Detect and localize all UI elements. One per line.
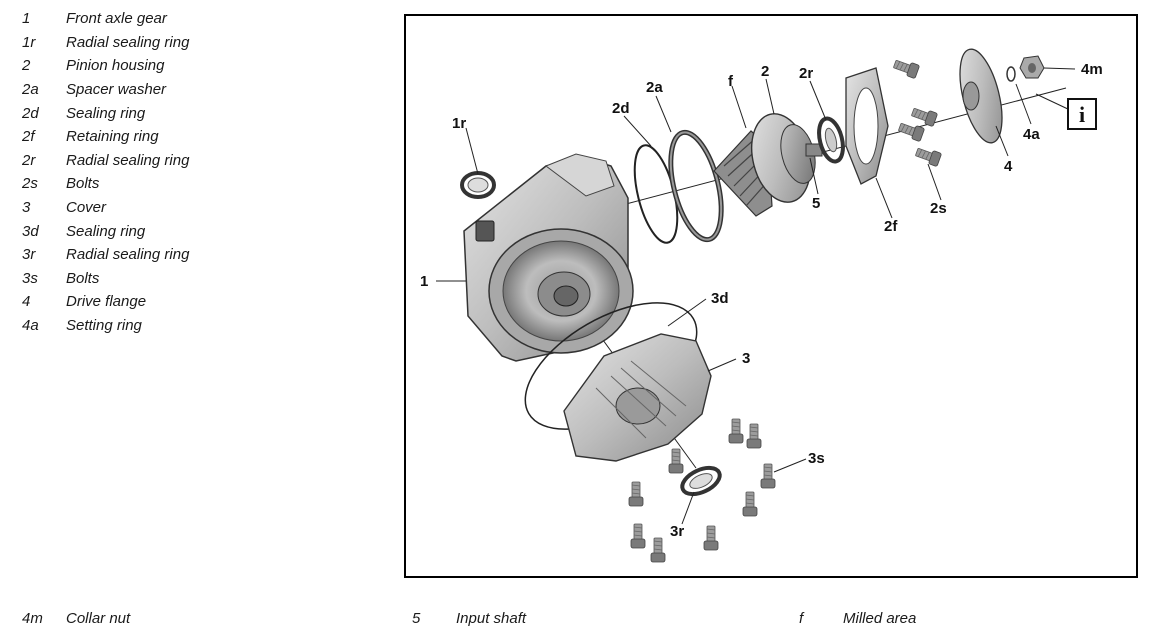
- callout-3r: 3r: [670, 523, 684, 540]
- legend-label: Radial sealing ring: [66, 246, 190, 264]
- legend-code: 4m: [22, 610, 43, 627]
- callout-1: 1: [420, 273, 428, 290]
- legend-row: 4a Setting ring: [22, 314, 352, 338]
- info-icon: i: [1067, 98, 1097, 130]
- legend-row: 1 Front axle gear: [22, 7, 352, 31]
- legend-label: Bolts: [66, 175, 100, 193]
- bottom-legend-item: 5 Input shaft: [412, 610, 526, 627]
- radial-sealing-ring-2r: [817, 116, 845, 164]
- legend-label: Cover: [66, 199, 107, 217]
- legend-row: 4 Drive flange: [22, 290, 352, 314]
- radial-sealing-ring-3r: [680, 465, 722, 497]
- callout-2a: 2a: [646, 79, 663, 96]
- legend-row: 2 Pinion housing: [22, 54, 352, 78]
- legend-label: Radial sealing ring: [66, 33, 190, 51]
- legend-code: 2f: [22, 128, 35, 146]
- legend-label: Sealing ring: [66, 222, 146, 240]
- legend-label: Collar nut: [66, 610, 131, 627]
- legend-code: 3s: [22, 269, 38, 287]
- callout-2r: 2r: [799, 65, 813, 82]
- legend-label: Bolts: [66, 269, 100, 287]
- leader-lines: [436, 67, 1076, 525]
- exploded-view-figure: i 1r 1 2d 2a f 2 2r 5 2f 2s 4 4a 4m 3d 3…: [404, 14, 1138, 578]
- legend-code: 2r: [22, 151, 36, 169]
- legend-label: Retaining ring: [66, 128, 159, 146]
- legend-row: 3r Radial sealing ring: [22, 243, 352, 267]
- legend-code: f: [799, 610, 804, 627]
- legend-row: 2r Radial sealing ring: [22, 149, 352, 173]
- legend-row: 3 Cover: [22, 196, 352, 220]
- exploded-view-drawing: i 1r 1 2d 2a f 2 2r 5 2f 2s 4 4a 4m 3d 3…: [420, 48, 1103, 563]
- bottom-legend-item: 4m Collar nut: [22, 610, 130, 627]
- callout-5: 5: [812, 195, 820, 212]
- legend-row: 2f Retaining ring: [22, 125, 352, 149]
- legend-code: 1: [22, 10, 31, 28]
- legend-code: 2: [22, 57, 31, 75]
- info-icon-glyph: i: [1079, 102, 1085, 127]
- legend-row: 3s Bolts: [22, 267, 352, 291]
- callout-4: 4: [1004, 158, 1013, 175]
- legend-label: Spacer washer: [66, 81, 167, 99]
- legend-row: 2a Spacer washer: [22, 78, 352, 102]
- callout-f: f: [728, 73, 734, 90]
- legend-row: 1r Radial sealing ring: [22, 31, 352, 55]
- legend-code: 3d: [22, 222, 39, 240]
- callout-3s: 3s: [808, 450, 825, 467]
- pinion-housing-2: [751, 113, 823, 203]
- legend-code: 3: [22, 199, 31, 217]
- callout-1r: 1r: [452, 115, 466, 132]
- retaining-ring-2f: [845, 67, 889, 185]
- callout-4m: 4m: [1081, 61, 1103, 78]
- legend-code: 2a: [22, 81, 39, 99]
- legend-code: 1r: [22, 33, 36, 51]
- legend-row: 3d Sealing ring: [22, 219, 352, 243]
- legend-code: 2d: [22, 104, 39, 122]
- legend-row: 2d Sealing ring: [22, 101, 352, 125]
- legend-code: 4a: [22, 317, 39, 335]
- legend-label: Pinion housing: [66, 57, 165, 75]
- drive-flange-4: [959, 48, 1003, 144]
- legend-code: 4: [22, 293, 31, 311]
- legend-label: Radial sealing ring: [66, 151, 190, 169]
- legend-label: Milled area: [843, 610, 917, 627]
- legend-label: Input shaft: [456, 610, 527, 627]
- front-axle-gear-housing: [463, 153, 634, 362]
- legend-code: 3r: [22, 246, 36, 264]
- bottom-legend-item: f Milled area: [799, 610, 916, 627]
- radial-sealing-ring-1r: [460, 171, 496, 199]
- legend-label: Front axle gear: [66, 10, 167, 28]
- legend-label: Sealing ring: [66, 104, 146, 122]
- callout-2: 2: [761, 63, 769, 80]
- legend-row: 2s Bolts: [22, 172, 352, 196]
- callout-2s: 2s: [930, 200, 947, 217]
- spacer-washer-2a: [668, 129, 724, 243]
- cover-3: [563, 333, 712, 462]
- callout-2f: 2f: [884, 218, 898, 235]
- callout-3d: 3d: [711, 290, 729, 307]
- callout-2d: 2d: [612, 100, 630, 117]
- legend-code: 2s: [22, 175, 38, 193]
- legend-label: Drive flange: [66, 293, 147, 311]
- collar-nut-4m: [1019, 55, 1045, 79]
- legend-label: Setting ring: [66, 317, 142, 335]
- callout-4a: 4a: [1023, 126, 1040, 143]
- callout-3: 3: [742, 350, 750, 367]
- setting-ring-4a: [1006, 66, 1016, 82]
- legend-code: 5: [412, 610, 421, 627]
- bolts-2s: [891, 56, 943, 168]
